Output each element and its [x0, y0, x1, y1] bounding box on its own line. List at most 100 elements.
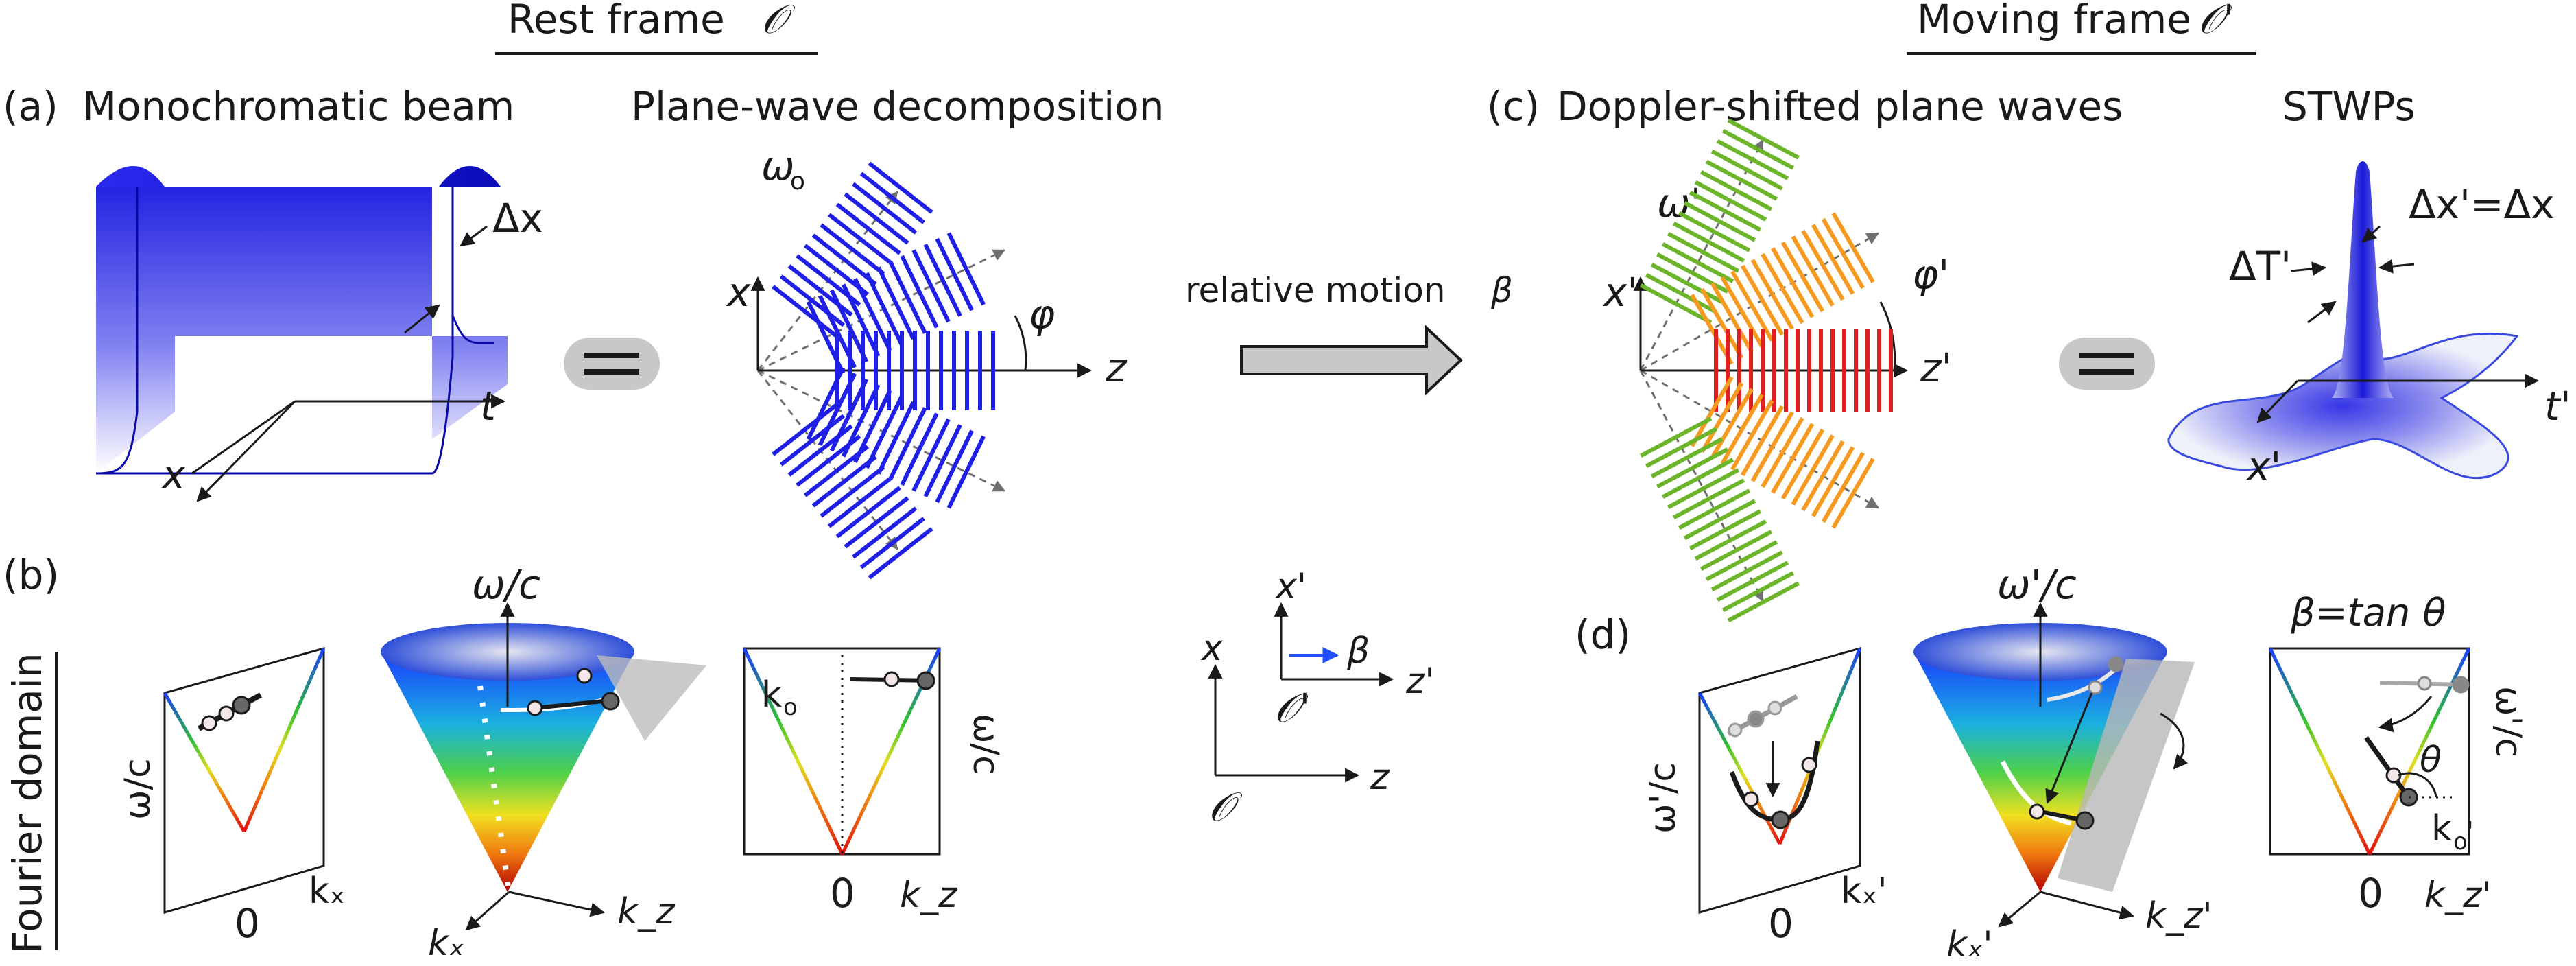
relative-motion-arrow: [1240, 325, 1463, 396]
d-right-ko: k: [2431, 808, 2452, 849]
plane-wave-fan-moving: x' z' φ' ω': [1602, 118, 1952, 623]
d-cone-body: [1913, 652, 2167, 892]
stwp-dx-arrow-right: [2378, 259, 2415, 274]
b-cone-kx-label: kₓ: [428, 923, 464, 964]
d-right-ko-prime: ': [2466, 816, 2474, 848]
beam-outline: [96, 187, 454, 475]
b-cone-plane: [597, 655, 706, 741]
panel-c-title-right: STWPs: [2282, 83, 2416, 130]
panel-b-left-slice: ω/c 0 kₓ: [117, 647, 345, 947]
panel-d-label: (d): [1575, 611, 1631, 658]
moving-wave-band-0: [1640, 118, 1800, 325]
panel-d-left-slice: ω'/c 0 kₓ': [1643, 647, 1887, 947]
b-cone-kz-label: k_z: [617, 891, 676, 932]
fan-moving-x-label: x': [1602, 269, 1638, 316]
frame-op-symbol: 𝒪': [1274, 685, 1311, 731]
stwp-base: [2167, 332, 2519, 480]
d-left-zero: 0: [1768, 900, 1793, 947]
d-right-zero: 0: [2358, 870, 2383, 917]
d-right-xlabel: k_z': [2424, 875, 2492, 916]
rest-wave-ray-1: [757, 249, 1006, 372]
b-right-frame: [743, 647, 941, 856]
d-right-theta-arc: [2398, 772, 2437, 798]
b-left-zero: 0: [235, 900, 260, 947]
beam-x-axis: [196, 400, 296, 502]
fan-moving-angle-label: φ': [1912, 251, 1949, 298]
panel-a-label: (a): [3, 83, 58, 130]
rest-frame-title: Rest frame: [508, 0, 725, 43]
d-cone-kx-axis: [1998, 891, 2041, 928]
stwp-dx-arrow-top: [2361, 225, 2381, 243]
stwp-x-axis: [2256, 379, 2299, 423]
b-left-lightline: [242, 648, 326, 832]
relative-motion-label: relative motion: [1185, 270, 1446, 310]
b-left-xlabel: kₓ: [309, 871, 345, 912]
b-cone-kz-axis: [508, 891, 606, 917]
fan-moving-z-label: z': [1920, 344, 1952, 391]
d-right-tilted-line: [2364, 735, 2409, 798]
b-cone-w-label: ω/c: [472, 561, 540, 608]
beam-width-arrow-lower: [404, 304, 440, 334]
moving-wave-band-2: [1714, 329, 1893, 412]
frame-o-symbol: 𝒪: [1208, 784, 1243, 830]
d-beta-label: β=tan θ: [2290, 591, 2446, 635]
d-cone-map-arrow: [2045, 692, 2093, 804]
stwp-x-label: x': [2245, 443, 2281, 490]
d-cone-rotate-arrow: [2160, 712, 2189, 770]
moving-wave-ray-0: [1639, 139, 1764, 371]
panel-b-label: (b): [3, 552, 59, 598]
stwp-dt-arrow: [2307, 301, 2337, 324]
d-right-ko-sub: o: [2453, 828, 2468, 856]
frame-o-z-label: z: [1370, 757, 1390, 798]
relative-motion: relative motion β: [1185, 270, 1513, 396]
stwp-peak: [2332, 161, 2394, 398]
panel-b-right-slice: k o ω/c 0 k_z: [742, 647, 1006, 917]
fan-freq-label: ω: [761, 143, 795, 189]
beam-x-axis-back: [191, 400, 296, 475]
stwp-dx-arrow-left: [2290, 261, 2327, 276]
frame-o-x-label: x: [1200, 628, 1224, 669]
moving-wave-ray-1: [1640, 232, 1879, 372]
beam-width-arrow-upper: [460, 225, 488, 247]
rest-wave-band-2: [835, 331, 995, 410]
stwp-t-label: t': [2544, 383, 2571, 429]
b-left-frame: [163, 647, 325, 915]
fan-freq-sub: o: [790, 167, 805, 196]
d-cone-kz-label: k_z': [2145, 895, 2213, 936]
monochromatic-beam: Δx t x: [95, 166, 543, 502]
rest-frame-symbol: 𝒪: [761, 0, 796, 43]
b-left-ylabel: ω/c: [117, 758, 158, 820]
d-right-rotate-arrow: [2378, 696, 2433, 733]
moving-wave-band-4: [1640, 416, 1800, 623]
panel-b-light-cone: ω/c k_z kₓ: [381, 561, 706, 964]
fourier-domain-side-label: Fourier domain: [4, 652, 58, 954]
b-cone-dotted: [477, 685, 512, 893]
d-cone-w-label: ω'/c: [1997, 561, 2077, 608]
moving-wave-band-3: [1690, 376, 1875, 529]
equals-sign-c: [2059, 338, 2155, 390]
fan-angle-arc: [1014, 315, 1027, 371]
d-right-frame: [2269, 647, 2470, 856]
panel-c-label: (c): [1487, 83, 1540, 130]
moving-wave-ray-3: [1640, 369, 1879, 509]
panel-d-right-slice: β=tan θ θ k o ' ω'/c 0 k_z': [2268, 591, 2529, 917]
panel-a-title-left: Monochromatic beam: [82, 83, 514, 130]
fan-z-label: z: [1105, 344, 1128, 391]
frame-op-z-label: z': [1405, 661, 1435, 702]
panel-a-title-right: Plane-wave decomposition: [631, 83, 1165, 130]
plane-wave-fan-rest: x z φ ω o: [726, 143, 1128, 580]
panel-c-title-left: Doppler-shifted plane waves: [1557, 83, 2123, 130]
fourier-domain-text: Fourier domain: [4, 652, 51, 954]
b-right-xlabel: k_z: [900, 875, 958, 916]
stwp-delta-t: ΔT': [2229, 243, 2291, 290]
d-left-ylabel: ω'/c: [1643, 762, 1684, 834]
d-left-frame: [1698, 647, 1861, 914]
b-cone-body: [381, 652, 634, 892]
b-cone-kx-axis: [465, 891, 510, 931]
beam-t-label: t: [480, 383, 497, 429]
d-right-theta: θ: [2420, 740, 2442, 781]
beam-body: [96, 187, 508, 473]
rest-wave-ray-3: [757, 369, 1006, 492]
frame-op-x-label: x': [1274, 566, 1307, 607]
beam-delta-x: Δx: [492, 195, 543, 242]
